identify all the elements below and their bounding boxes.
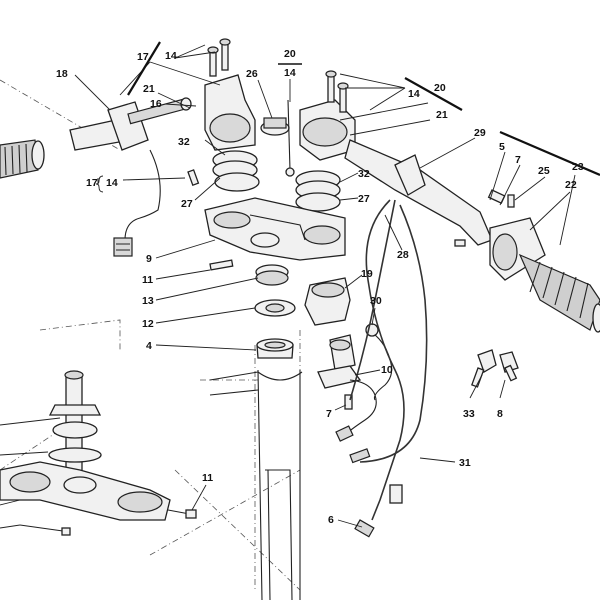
callout-23: 23 [572, 161, 584, 173]
callout-12: 12 [142, 318, 154, 330]
callout-7: 7 [326, 408, 332, 420]
callout-14: 14 [408, 88, 420, 100]
group-bracket-bars [127, 41, 600, 177]
upper-triple-clamp [204, 197, 346, 261]
callout-32: 32 [358, 168, 370, 180]
callout-14: 14 [106, 177, 118, 189]
callout-8: 8 [497, 408, 503, 420]
callout-21: 21 [143, 83, 155, 95]
callout-31: 31 [459, 457, 471, 469]
callout-5: 5 [499, 141, 505, 153]
callout-13: 13 [142, 295, 154, 307]
callout-29: 29 [474, 127, 486, 139]
callout-27: 27 [181, 198, 193, 210]
left-clip-on [204, 38, 256, 151]
callout-33: 33 [463, 408, 475, 420]
callout-16: 16 [150, 98, 162, 110]
callout-14: 14 [165, 50, 177, 62]
left-spacer-rings [187, 150, 260, 192]
callout-14: 14 [284, 67, 296, 79]
callout-30: 30 [370, 295, 382, 307]
throttle-cables [349, 199, 428, 538]
callout-labels: 17 14 18 21 16 20 14 26 14 20 21 29 5 7 … [56, 48, 584, 526]
leader-lines [0, 44, 576, 529]
callout-25: 25 [538, 165, 550, 177]
label-brace [95, 175, 104, 193]
callout-32: 32 [178, 136, 190, 148]
frame-head-tube [209, 369, 303, 600]
callout-11: 11 [202, 472, 213, 484]
callout-18: 18 [56, 68, 68, 80]
callout-17: 17 [86, 177, 98, 189]
ignition-switch [304, 277, 393, 442]
callout-10: 10 [381, 364, 393, 376]
callout-22: 22 [565, 179, 577, 191]
callout-26: 26 [246, 68, 258, 80]
left-handlebar [0, 97, 192, 257]
callout-20: 20 [434, 82, 446, 94]
callout-4: 4 [146, 340, 152, 352]
callout-17: 17 [137, 51, 149, 63]
callout-20: 20 [284, 48, 296, 60]
right-spacer-rings [295, 170, 341, 212]
callout-7: 7 [515, 154, 521, 166]
callout-28: 28 [397, 249, 409, 261]
callout-21: 21 [436, 109, 448, 121]
center-cap [260, 99, 295, 177]
callout-9: 9 [146, 253, 152, 265]
right-clip-on [299, 70, 356, 161]
callout-27: 27 [358, 193, 370, 205]
lower-triple-clamp [0, 370, 197, 536]
callout-11: 11 [142, 274, 153, 286]
callout-19: 19 [361, 268, 373, 280]
steering-stem-stack [209, 259, 296, 359]
right-handlebar [344, 139, 600, 333]
callout-6: 6 [328, 514, 334, 526]
